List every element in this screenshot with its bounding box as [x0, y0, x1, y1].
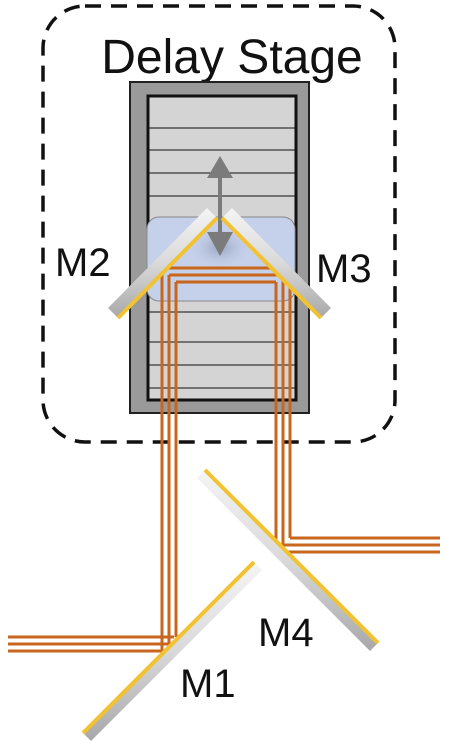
label-m2: M2 [55, 241, 111, 285]
mirror-m1 [81, 560, 262, 741]
translation-arrow-icon [207, 156, 233, 256]
label-m1: M1 [180, 662, 236, 706]
label-m4: M4 [258, 611, 314, 655]
mirror-m3 [220, 208, 331, 320]
mirror-m4 [197, 468, 380, 651]
label-m3: M3 [316, 247, 372, 291]
delay-stage-title: Delay Stage [101, 31, 363, 84]
delay-stage-boundary [41, 4, 397, 444]
laser-beam [8, 266, 440, 653]
mirror-m2 [108, 208, 219, 320]
